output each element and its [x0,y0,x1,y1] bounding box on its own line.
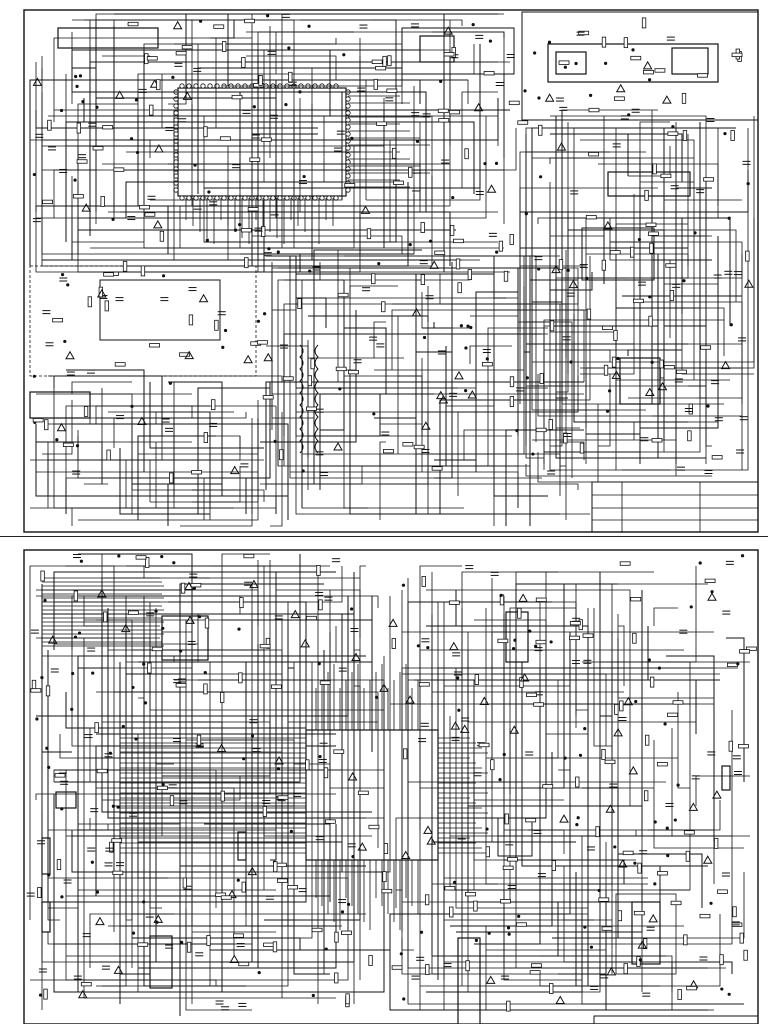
ic-bottom-left [29,391,91,419]
ic-top-center [419,35,455,63]
schematic-sheet-top [23,9,759,533]
ic-block-top-center [401,27,515,75]
wires-top [29,13,755,527]
sheet-border-top [23,9,759,533]
ic-bottom-sheet-small [161,615,209,661]
ic-bottom-right-frame [615,893,677,975]
power-supply-inner [99,279,221,341]
grid-block [497,817,533,857]
components-bottom [26,553,757,1012]
connector-left-b [41,901,51,933]
ic-bottom-right-top [505,611,529,663]
ic-bottom-center [457,937,481,1024]
schematic-bottom-drawing [23,549,759,1024]
connector-mid [237,831,247,861]
power-supply-block [29,265,257,377]
ic-cluster-top-right [521,11,759,121]
schematic-sheet-bottom [0,538,768,1024]
wires-bottom [29,553,750,1016]
components-top [32,13,754,484]
schematic-top-drawing [23,9,759,533]
sheet-border-bottom [23,549,759,1024]
connector-right [721,765,731,791]
title-block [591,481,759,533]
title-block-bottom [593,1015,759,1024]
